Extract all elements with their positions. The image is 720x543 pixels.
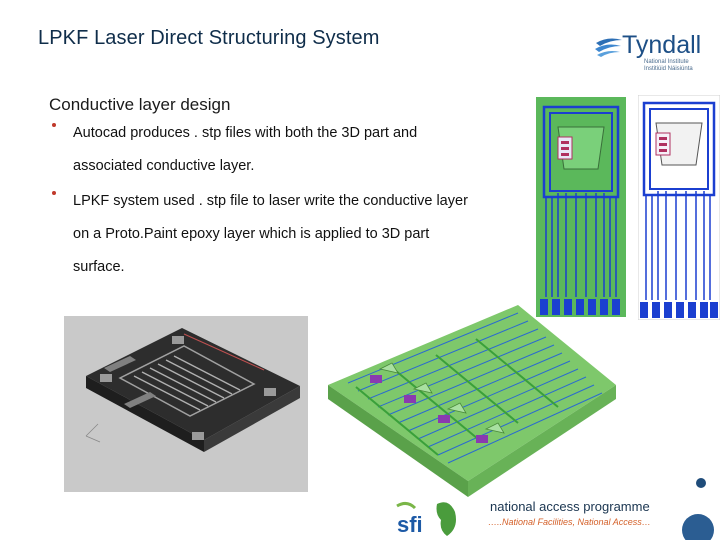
- tyndall-subtitle-1: National Institute: [644, 59, 689, 65]
- pcb-layout-white-figure: [638, 95, 720, 320]
- tyndall-subtitle-2: Institiúid Náisiúnta: [644, 66, 693, 72]
- nap-title: national access programme: [490, 499, 650, 514]
- national-access-programme-logo: national access programme …..National Fa…: [470, 498, 670, 538]
- bullet-item: Autocad produces . stp files with both t…: [52, 117, 472, 183]
- tyndall-logo: Tyndall National Institute Institiúid Ná…: [592, 28, 704, 78]
- decorative-corner-graphic: [682, 514, 714, 540]
- slide-title: LPKF Laser Direct Structuring System: [38, 27, 380, 49]
- bullet-text: LPKF system used . stp file to laser wri…: [73, 193, 468, 275]
- tyndall-swirl-icon: [595, 38, 622, 57]
- bullet-marker: [52, 123, 56, 127]
- bullet-marker: [52, 191, 56, 195]
- sfi-text: sfi: [397, 512, 423, 537]
- pcb-layout-green-figure: [536, 97, 626, 317]
- decorative-dot: [696, 478, 706, 488]
- sfi-logo: sfi: [393, 500, 463, 538]
- sfi-logo-icon: sfi: [396, 501, 456, 537]
- bullet-item: LPKF system used . stp file to laser wri…: [52, 185, 472, 284]
- section-heading: Conductive layer design: [49, 95, 231, 114]
- bullet-list: Autocad produces . stp files with both t…: [52, 123, 472, 294]
- tyndall-name: Tyndall: [622, 31, 702, 59]
- 3d-board-model-figure: [328, 305, 616, 497]
- laser-structured-part-photo: [64, 316, 308, 492]
- bullet-text: Autocad produces . stp files with both t…: [73, 125, 418, 174]
- nap-subtitle: …..National Facilities, National Access…: [488, 517, 651, 527]
